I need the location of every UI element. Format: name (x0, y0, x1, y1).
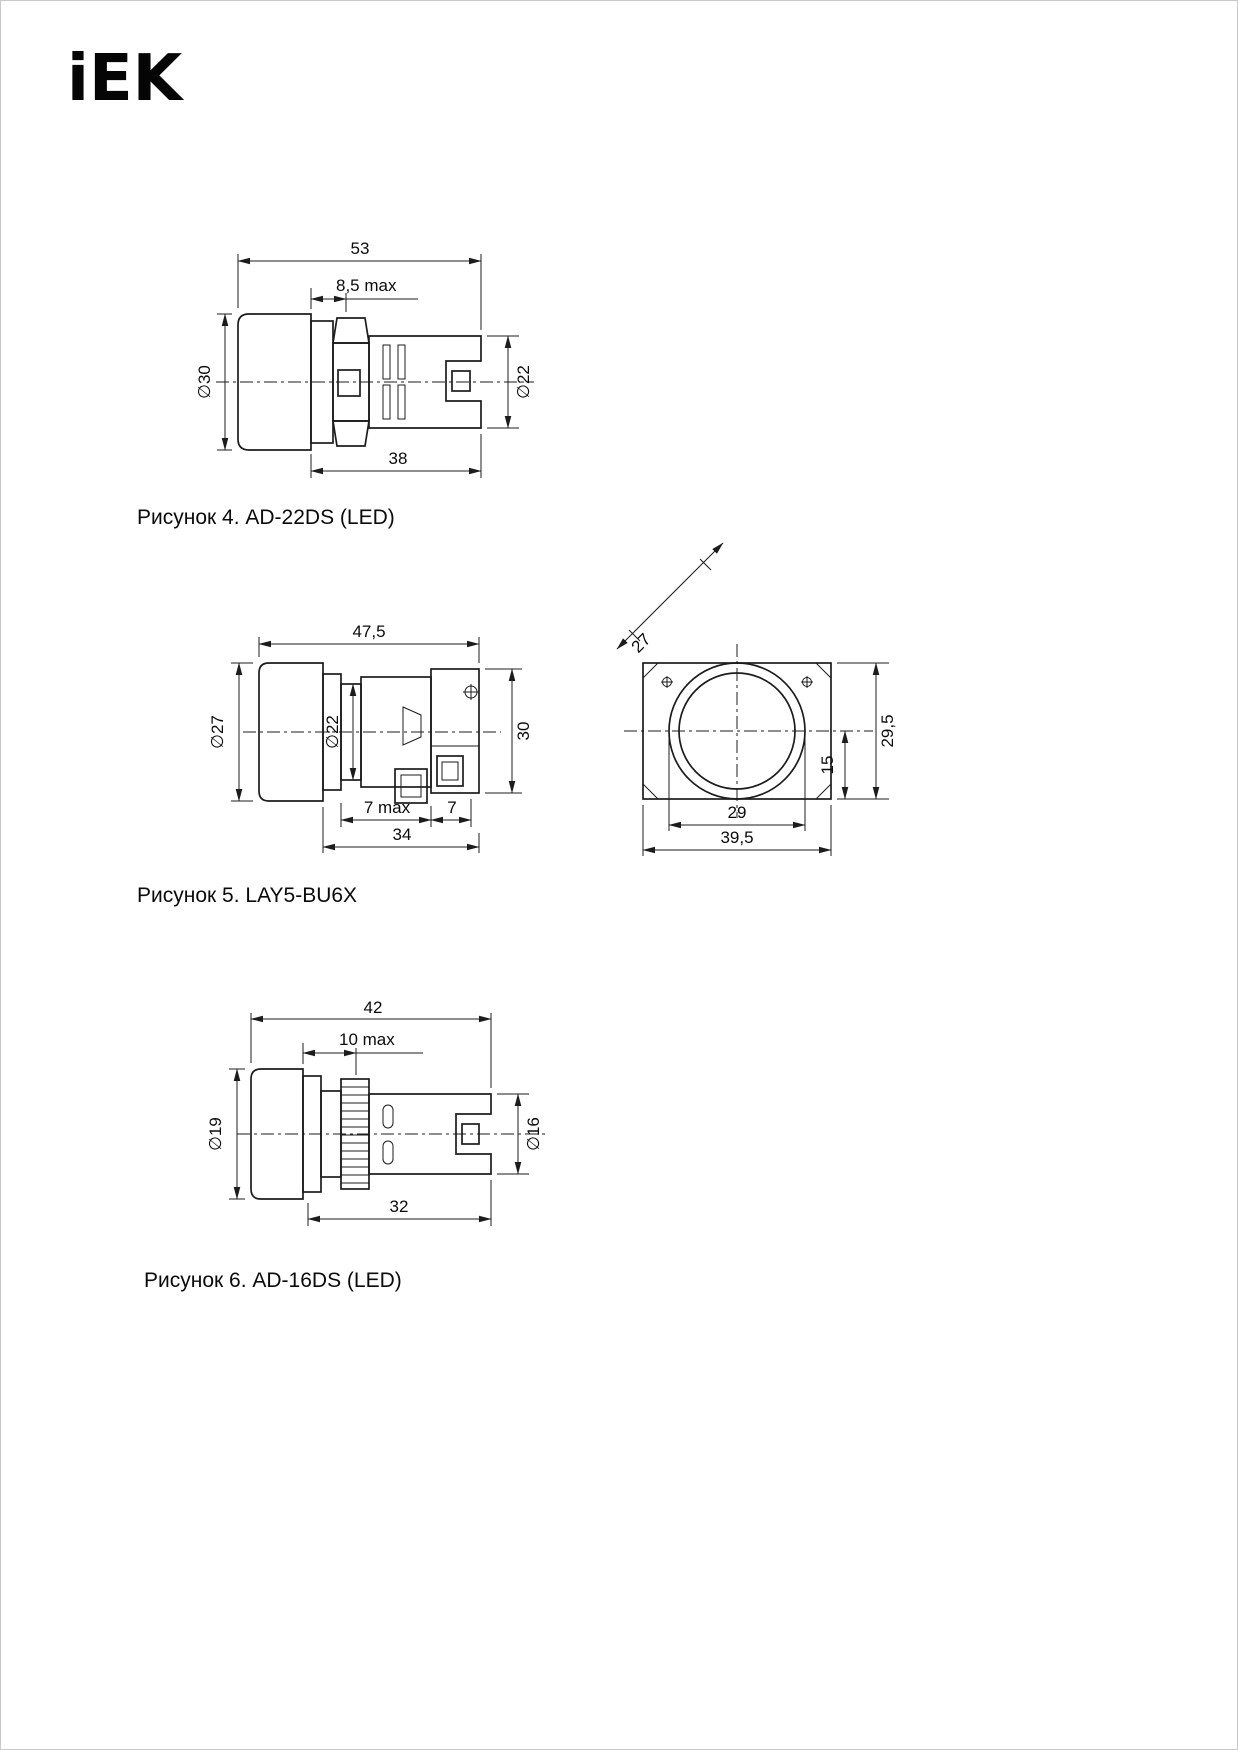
fig5-dim-block-height: 30 (514, 722, 533, 741)
fig6-dimensions: 42 10 max ∅19 ∅16 32 (206, 998, 543, 1226)
fig6-dim-panel-thickness: 10 max (339, 1030, 395, 1049)
fig5-flange-outline (642, 662, 832, 800)
fig5-side-details (400, 684, 479, 798)
fig5-drawing-lay5: 47,5 ∅27 ∅22 30 7 max 7 (208, 542, 897, 856)
fig6-dim-mount-diameter: ∅16 (524, 1117, 543, 1151)
fig4-caption: Рисунок 4. AD-22DS (LED) (137, 506, 395, 529)
fig4-dim-overall-length: 53 (351, 239, 370, 258)
fig5-dim-flange-height: 29,5 (878, 714, 897, 747)
fig5-caption: Рисунок 5. LAY5-BU6X (137, 884, 358, 907)
fig4-dim-lens-diameter: ∅30 (195, 365, 214, 399)
fig6-dim-body-length: 32 (390, 1197, 409, 1216)
fig5-front-view: 27 29 39,5 15 29,5 (616, 542, 897, 856)
fig4-vent-slots (382, 344, 406, 420)
fig4-drawing-ad22ds: 53 8,5 max ∅30 ∅22 38 (195, 239, 534, 478)
fig6-knurl-lines (341, 1086, 369, 1184)
fig5-dim-flange-width: 39,5 (720, 828, 753, 847)
fig6-vent-slots (382, 1104, 394, 1165)
fig4-dimensions: 53 8,5 max ∅30 ∅22 38 (195, 239, 533, 478)
fig5-side-view: 47,5 ∅27 ∅22 30 7 max 7 (208, 622, 533, 853)
fig6-indicator-outline (250, 1068, 492, 1200)
fig6-drawing-ad16ds: 42 10 max ∅19 ∅16 32 (206, 998, 545, 1226)
fig5-dim-offset: 7 (447, 798, 456, 817)
fig5-side-dimensions: 47,5 ∅27 ∅22 30 7 max 7 (208, 622, 533, 853)
fig4-dim-panel-thickness: 8,5 max (336, 276, 397, 295)
fig6-dim-lens-diameter: ∅19 (206, 1117, 225, 1151)
fig5-dim-cap-diameter: ∅27 (208, 715, 227, 749)
fig5-dim-panel-thickness: 7 max (364, 798, 411, 817)
fig5-front-dimensions: 27 29 39,5 15 29,5 (616, 542, 897, 856)
iek-logo: iEK (67, 42, 183, 116)
fig4-indicator-outline (237, 313, 482, 451)
fig6-caption: Рисунок 6. AD-16DS (LED) (144, 1269, 402, 1292)
fig4-dim-body-length: 38 (389, 449, 408, 468)
fig5-front-details (642, 662, 832, 800)
fig5-dim-body-length: 34 (393, 825, 412, 844)
fig5-button-outline (258, 662, 480, 804)
fig5-dim-overall-length: 47,5 (352, 622, 385, 641)
fig5-dim-center-to-edge: 15 (818, 756, 837, 775)
fig4-dim-mount-diameter: ∅22 (514, 365, 533, 399)
fig6-dim-overall-length: 42 (364, 998, 383, 1017)
fig5-dim-button-diameter: 29 (728, 803, 747, 822)
fig5-dim-mount-diameter: ∅22 (323, 715, 342, 749)
